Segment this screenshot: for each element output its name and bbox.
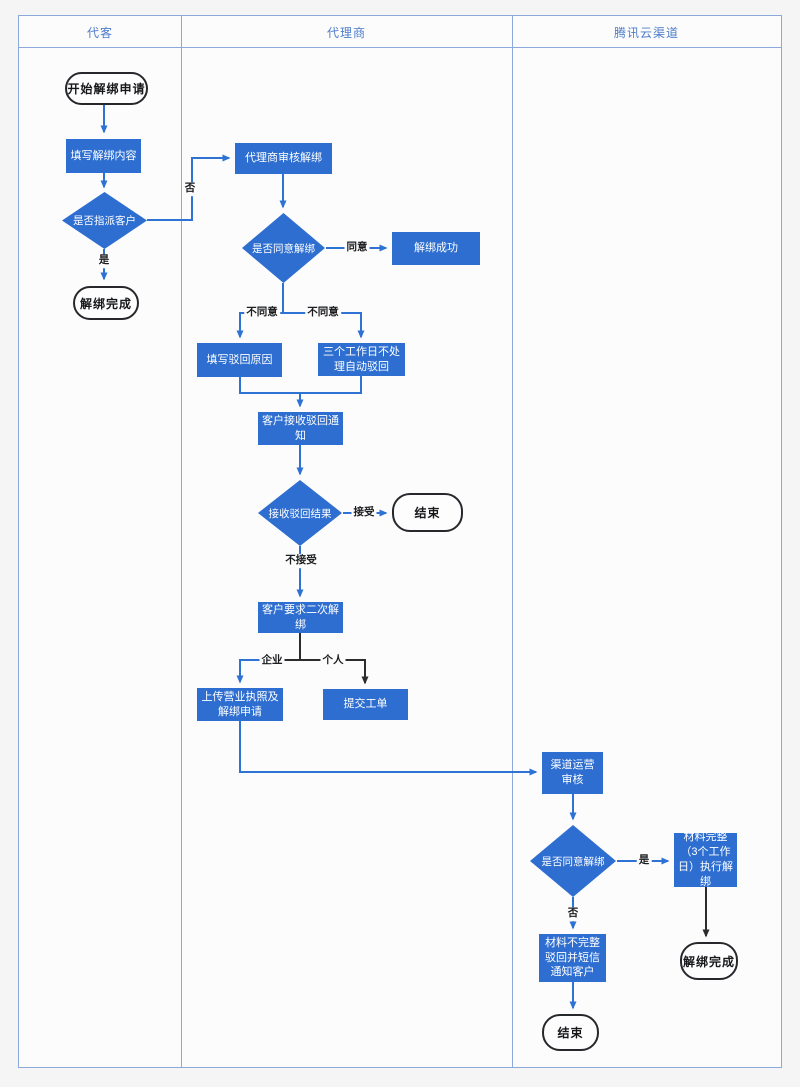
node-unbind-success: 解绑成功 (392, 232, 480, 265)
node-unbind-complete-1-terminator: 解绑完成 (73, 286, 139, 320)
edge-label-agree: 同意 (344, 241, 370, 255)
edge-label-disagree-right: 不同意 (305, 306, 341, 320)
edge-label-accept: 接受 (351, 506, 377, 520)
node-channel-ops-review: 渠道运营审核 (542, 752, 603, 794)
node-material-incomplete-reject: 材料不完整驳回并短信通知客户 (539, 934, 606, 982)
lane-header-customer: 代客 (86, 25, 113, 40)
node-fill-reject-reason: 填写驳回原因 (197, 343, 282, 377)
node-end-2-terminator: 结束 (542, 1014, 599, 1051)
node-upload-business-license: 上传营业执照及解绑申请 (197, 688, 283, 721)
node-auto-reject: 三个工作日不处理自动驳回 (318, 343, 405, 376)
node-fill-unbind-content: 填写解绑内容 (66, 139, 141, 173)
swimlane-frame: 代客 代理商 腾讯云渠道 (18, 15, 782, 1068)
edge-label-not-accept: 不接受 (283, 554, 319, 568)
lane-header-tencent-channel: 腾讯云渠道 (613, 25, 679, 40)
node-submit-ticket: 提交工单 (323, 689, 408, 720)
lane-header-agent: 代理商 (326, 25, 366, 40)
node-end-1-terminator: 结束 (392, 493, 463, 532)
node-agent-review: 代理商审核解绑 (235, 143, 332, 174)
edge-label-no-2: 否 (565, 907, 581, 921)
node-customer-second-unbind: 客户要求二次解绑 (258, 602, 343, 633)
node-start-terminator: 开始解绑申请 (65, 72, 148, 105)
node-material-complete-execute: 材料完整（3个工作日）执行解绑 (674, 831, 737, 888)
swimlane-header-row: 代客 代理商 腾讯云渠道 (19, 16, 781, 48)
edge-label-disagree-left: 不同意 (244, 306, 280, 320)
edge-label-no-1: 否 (182, 182, 198, 196)
lane-divider-2 (512, 16, 513, 1067)
node-unbind-complete-2-terminator: 解绑完成 (680, 942, 738, 980)
edge-label-personal: 个人 (320, 654, 346, 668)
node-customer-receive-reject-notice: 客户接收驳回通知 (258, 412, 343, 445)
edge-label-yes-2: 是 (636, 854, 652, 868)
edge-label-yes-1: 是 (96, 254, 112, 268)
lane-divider-1 (181, 16, 182, 1067)
edge-label-enterprise: 企业 (259, 654, 285, 668)
